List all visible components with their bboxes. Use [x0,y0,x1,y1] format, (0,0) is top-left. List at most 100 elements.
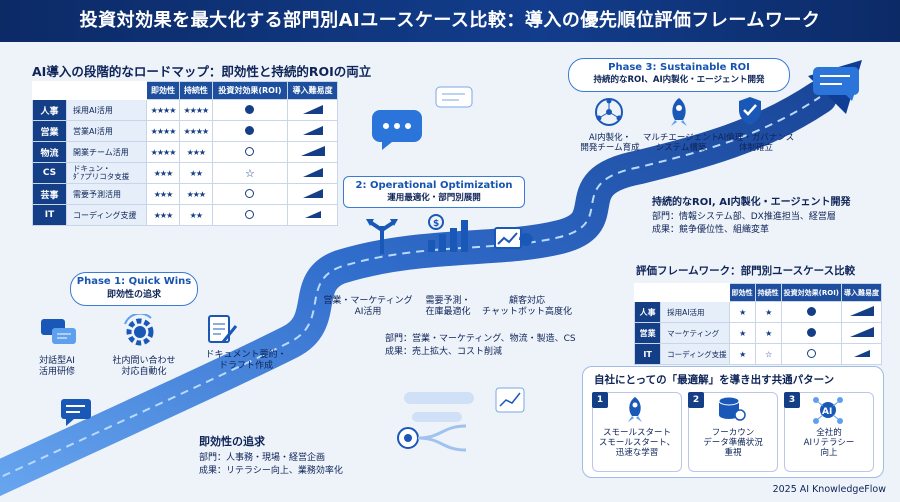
message-icon [61,399,91,426]
sustain-stars: ★★ [178,204,213,226]
phase1-subtitle: 即効性の追求 [106,290,161,300]
roi-open-dot [245,209,255,219]
speed-stars: ★★★ [146,204,180,226]
difficulty-cell [841,343,882,365]
difficulty-ramp-icon [853,349,870,357]
sustain-stars: ★★ [178,162,213,184]
roi-cell [211,120,289,142]
database-icon [718,396,746,421]
roi-cell [780,343,843,365]
chat-bubble-icon [372,110,422,150]
phase2-subtitle: 運用最適化・部門別展開 [387,193,481,203]
ai-network-icon: AI [813,397,843,424]
footer-credit: 2025 AI KnowledgeFlow [772,484,886,495]
speed-stars: ★ [728,343,756,365]
pattern-card-text: 全社的 AIリテラシー 向上 [803,428,855,459]
svg-text:AI: AI [822,407,832,417]
phase3-badge: Phase 3: Sustainable ROI 持続的なROI、AI内製化・エ… [568,58,790,92]
phase1-dept: 部門：人事務・現場・経営企画 [199,453,326,463]
difficulty-cell [841,322,882,344]
roi-cell [780,301,843,323]
usecase-cell: 営業AI活用 [65,120,148,142]
difficulty-cell [287,120,338,142]
roi-filled-dot [245,104,255,114]
difficulty-cell [287,204,338,226]
pattern-card-number: 3 [784,392,800,408]
pattern-card-text: スモールスタート スモールスタート、 迅速な学習 [598,428,676,459]
phase2-item-3: 顧客対応 チャットボット高度化 [482,296,572,317]
support-headset-icon [494,227,533,249]
roi-cell [211,204,289,226]
sustain-stars: ★★★ [178,183,213,205]
col-header: 即効性 [146,81,180,100]
speed-stars: ★★★★ [146,120,180,142]
pattern-card-number: 1 [592,392,608,408]
phase2-label: 2: Operational Optimization [355,180,513,191]
chat-bubbles-icon [41,319,76,344]
difficulty-cell [287,183,338,205]
roi-cell [780,322,843,344]
phase2-dept: 部門：営業・マーケティング、物流・製造、CS [385,334,576,344]
sustain-stars: ★★★ [178,141,213,163]
col-header-empty [65,81,148,100]
gear-automation-icon [124,314,154,346]
speed-stars: ★★★ [146,183,180,205]
sustain-stars: ★ [754,322,782,344]
phase3-result: 成果：競争優位性、組織変革 [652,225,770,235]
table-row: 営業 営業AI活用 ★★★★ ★★★★ [32,120,338,142]
usecase-cell: コーディング支援 [65,204,148,226]
difficulty-cell [287,162,338,184]
roi-open-dot [806,348,816,358]
roi-filled-dot [806,306,816,316]
difficulty-ramp-icon [300,146,325,156]
framework-table: 即効性 持続性 投資対効果(ROI) 導入難易度 人事 採用AI活用 ★ ★ 営… [633,283,882,365]
table-row: 営業 マーケティング ★ ★ [633,322,882,344]
sustain-stars: ★★★★ [178,120,213,142]
difficulty-ramp-icon [849,306,874,316]
usecase-cell: 採用AI活用 [65,99,148,121]
difficulty-ramp-icon [302,104,323,114]
roi-open-dot [245,146,255,156]
corner-cell [633,283,662,302]
message-bubble-icon [435,86,473,108]
difficulty-ramp-icon [304,210,321,218]
pattern-card-text: フーカウン データ準備状況 重視 [703,428,763,459]
difficulty-cell [287,141,338,163]
framework-title: 評価フレームワーク：部門別ユースケース比較 [636,265,856,277]
col-header: 持続性 [178,81,213,100]
pattern-card-number: 2 [688,392,704,408]
roi-filled-dot [245,125,255,135]
usecase-cell: コーディング支援 [660,343,730,365]
phase3-dept: 部門：情報システム部、DX推進担当、経営層 [652,212,836,222]
table-row: IT コーディング支援 ★★★ ★★ [32,204,338,226]
phase3-label: Phase 3: Sustainable ROI [608,62,750,73]
speed-stars: ★★★★ [146,99,180,121]
usecase-cell: マーケティング [660,322,730,344]
table-row: 芸事 需要予測活用 ★★★ ★★★ [32,183,338,205]
phase1-badge: Phase 1: Quick Wins 即効性の追求 [70,272,198,306]
phase1-heading: 即効性の追求 [199,435,265,448]
roi-cell [211,99,289,121]
phase3-item-2: マルチエージェント システム構築 [642,133,720,154]
sustain-stars: ★★★★ [178,99,213,121]
phase1-item-1: 対話型AI 活用研修 [38,356,75,377]
signpost-arrows-icon [366,219,398,254]
header-bar [0,0,900,42]
difficulty-cell [287,99,338,121]
table-row: 人事 採用AI活用 ★ ★ [633,301,882,323]
roi-cell [211,141,289,163]
usecase-cell: 需要予測活用 [65,183,148,205]
col-header: 導入難易度 [841,283,882,302]
usecase-cell: ドキュン・ ﾀﾞｱプリコタ支援 [65,162,148,184]
chat-bubble-icon [813,67,859,101]
table-row: 人事 採用AI活用 ★★★★ ★★★★ [32,99,338,121]
decorative-analytics-icon [397,387,525,452]
dept-cell: CS [32,162,67,184]
table-row: CS ドキュン・ ﾀﾞｱプリコタ支援 ★★★ ★★ ☆ [32,162,338,184]
roadmap-table: 即効性 持続性 投資対効果(ROI) 導入難易度 人事 採用AI活用 ★★★★ … [32,81,338,226]
speed-stars: ★ [728,322,756,344]
col-header: 投資対効果(ROI) [211,81,289,100]
phase2-item-1: 営業・マーケティング AI活用 [323,296,413,317]
dept-cell: IT [32,204,67,226]
speed-stars: ★★★ [146,162,180,184]
